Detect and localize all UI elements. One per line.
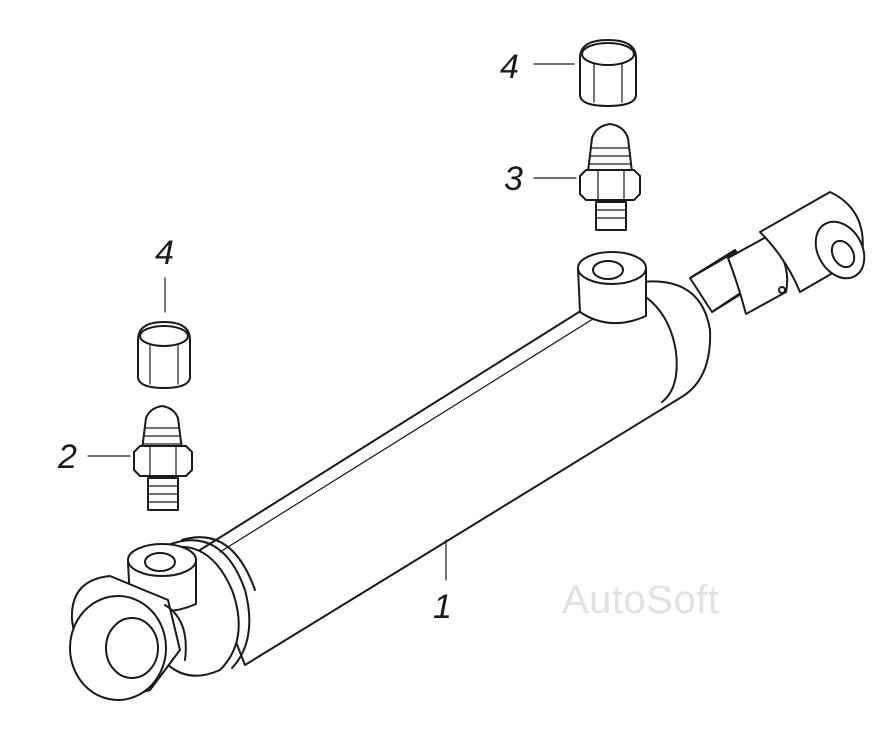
callout-1: 1: [433, 588, 452, 626]
callout-3: 3: [504, 160, 523, 198]
hydraulic-cylinder: [69, 191, 866, 701]
port-boss-rear: [577, 251, 647, 325]
fitting-right: [533, 123, 641, 231]
watermark: AutoSoft: [562, 578, 720, 622]
fitting-left: [87, 405, 193, 511]
callout-2: 2: [58, 438, 77, 476]
mounting-eye: [69, 575, 187, 701]
cap-left: [137, 277, 191, 389]
callout-4-right: 4: [500, 48, 519, 86]
cylinder-barrel: [199, 280, 712, 666]
cap-right: [533, 39, 637, 107]
rod-end-clevis: [727, 191, 866, 315]
callout-4-left: 4: [155, 234, 174, 272]
